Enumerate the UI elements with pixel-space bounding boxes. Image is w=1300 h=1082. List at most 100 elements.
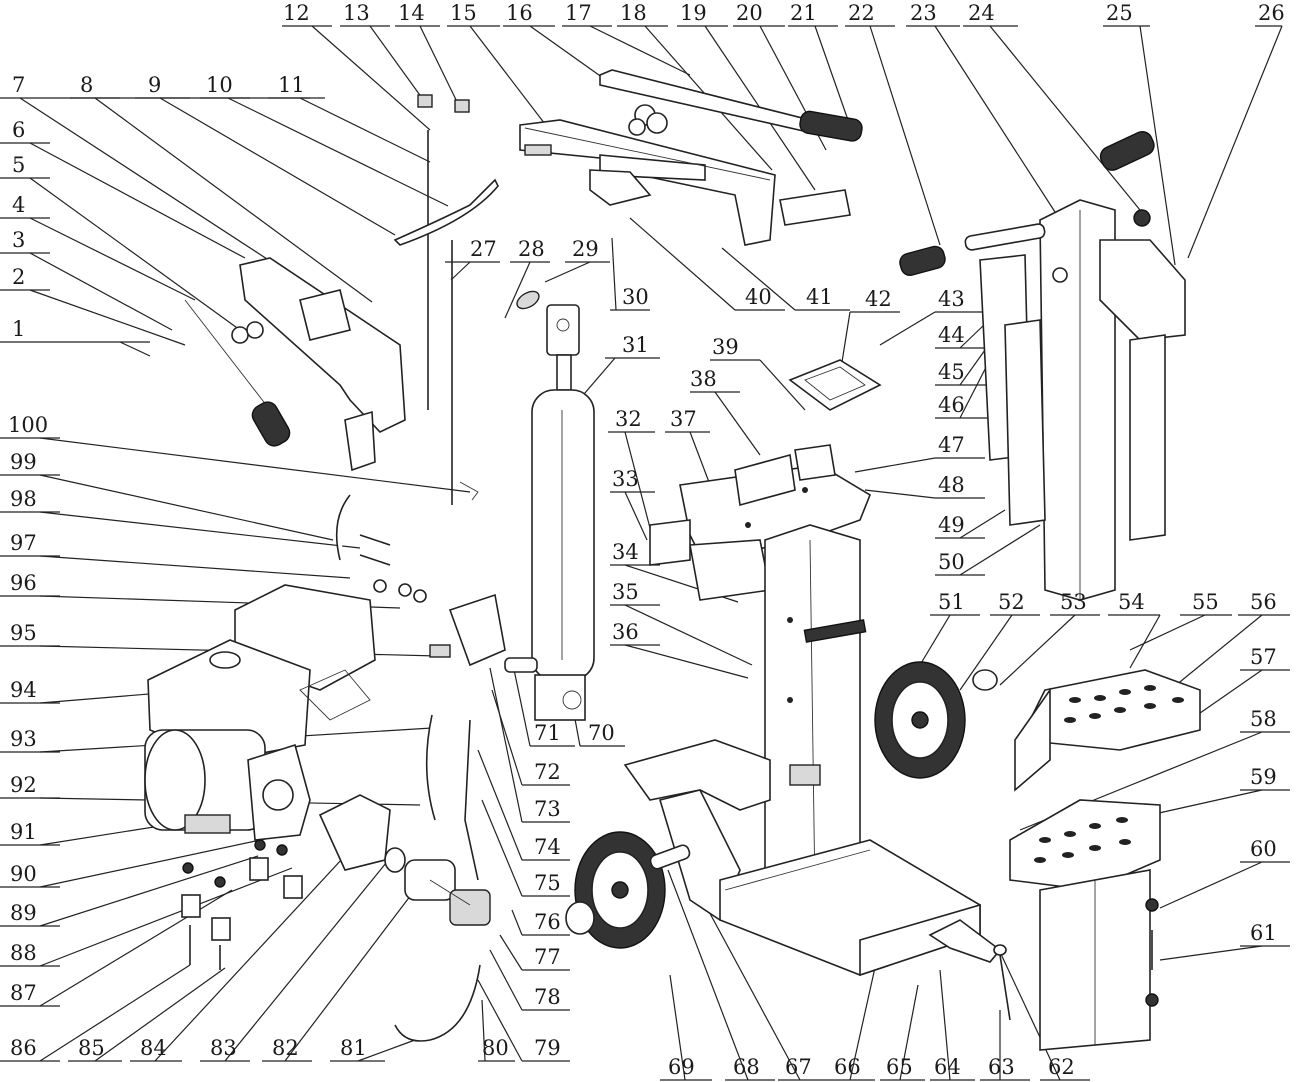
callout-69: 69 [668, 1055, 695, 1079]
callout-7: 7 [12, 73, 25, 97]
callout-86: 86 [10, 1036, 37, 1060]
part-splitting-column [899, 131, 1155, 601]
callout-11: 11 [278, 73, 305, 97]
callout-numbers: 12 13 14 15 16 17 18 19 20 21 22 23 24 2… [8, 1, 1285, 1079]
callout-6: 6 [12, 118, 25, 142]
callout-9: 9 [148, 73, 161, 97]
callout-99: 99 [10, 450, 37, 474]
part-valve-block [373, 579, 506, 667]
callout-48: 48 [938, 473, 965, 497]
callout-22: 22 [848, 1, 875, 25]
callout-38: 38 [690, 367, 717, 391]
callout-42: 42 [865, 287, 892, 311]
callout-82: 82 [272, 1036, 299, 1060]
callout-5: 5 [12, 153, 25, 177]
callout-62: 62 [1048, 1055, 1075, 1079]
callout-84: 84 [140, 1036, 167, 1060]
callout-21: 21 [790, 1, 817, 25]
callout-36: 36 [612, 620, 639, 644]
callout-76: 76 [534, 910, 561, 934]
callout-55: 55 [1192, 590, 1219, 614]
callout-81: 81 [340, 1036, 367, 1060]
callout-8: 8 [80, 73, 93, 97]
callout-26: 26 [1258, 1, 1285, 25]
callout-34: 34 [612, 540, 639, 564]
callout-17: 17 [565, 1, 592, 25]
callout-95: 95 [10, 621, 37, 645]
part-hydraulic-cylinder [504, 290, 595, 721]
callout-30: 30 [622, 285, 649, 309]
callout-58: 58 [1250, 707, 1277, 731]
callout-75: 75 [534, 871, 561, 895]
callout-57: 57 [1250, 645, 1277, 669]
part-wedge [979, 239, 1186, 541]
callout-85: 85 [78, 1036, 105, 1060]
callout-39: 39 [712, 335, 739, 359]
callout-16: 16 [506, 1, 533, 25]
part-column [764, 524, 867, 896]
callout-63: 63 [988, 1055, 1015, 1079]
callout-98: 98 [10, 487, 37, 511]
callout-100: 100 [8, 413, 48, 437]
callout-67: 67 [785, 1055, 812, 1079]
part-table-lower [1009, 799, 1161, 1051]
callout-19: 19 [680, 1, 707, 25]
callout-3: 3 [12, 228, 25, 252]
part-engine-mounts [181, 839, 303, 970]
callout-74: 74 [534, 835, 561, 859]
callout-40: 40 [745, 285, 772, 309]
callout-51: 51 [938, 590, 965, 614]
callout-45: 45 [938, 360, 965, 384]
part-gasket [788, 359, 882, 411]
callout-92: 92 [10, 773, 37, 797]
callout-88: 88 [10, 941, 37, 965]
part-wheel-left [565, 831, 691, 949]
callout-27: 27 [470, 237, 497, 261]
callout-83: 83 [210, 1036, 237, 1060]
callout-41: 41 [806, 285, 833, 309]
part-beam-assembly [519, 119, 776, 246]
callout-60: 60 [1250, 837, 1277, 861]
callout-37: 37 [670, 407, 697, 431]
part-base-frame [623, 739, 981, 977]
part-table-upper [1014, 669, 1201, 792]
callout-43: 43 [938, 287, 965, 311]
callout-77: 77 [534, 945, 561, 969]
callout-54: 54 [1118, 590, 1145, 614]
part-lever-handle [599, 69, 863, 226]
callout-32: 32 [615, 407, 642, 431]
callout-52: 52 [998, 590, 1025, 614]
callout-47: 47 [938, 433, 965, 457]
callout-66: 66 [834, 1055, 861, 1079]
callout-96: 96 [10, 571, 37, 595]
part-hoses [335, 494, 481, 1042]
callout-28: 28 [518, 237, 545, 261]
callout-87: 87 [10, 981, 37, 1005]
callout-25: 25 [1106, 1, 1133, 25]
callout-65: 65 [886, 1055, 913, 1079]
part-control-lever [393, 94, 499, 505]
callout-15: 15 [450, 1, 477, 25]
callout-89: 89 [10, 901, 37, 925]
callout-4: 4 [12, 193, 25, 217]
callout-29: 29 [572, 237, 599, 261]
callout-44: 44 [938, 323, 965, 347]
part-valve-bracket [184, 257, 406, 472]
callout-2: 2 [12, 265, 25, 289]
part-engine [144, 584, 376, 841]
callout-20: 20 [736, 1, 763, 25]
callout-80: 80 [482, 1036, 509, 1060]
callout-23: 23 [910, 1, 937, 25]
callout-1: 1 [12, 317, 25, 341]
callout-61: 61 [1250, 921, 1277, 945]
callout-12: 12 [283, 1, 310, 25]
callout-71: 71 [534, 721, 561, 745]
callout-14: 14 [398, 1, 425, 25]
callout-49: 49 [938, 513, 965, 537]
callout-56: 56 [1250, 590, 1277, 614]
callout-79: 79 [534, 1036, 561, 1060]
callout-46: 46 [938, 393, 965, 417]
callout-91: 91 [10, 820, 37, 844]
part-tow-bracket [928, 919, 1011, 1021]
